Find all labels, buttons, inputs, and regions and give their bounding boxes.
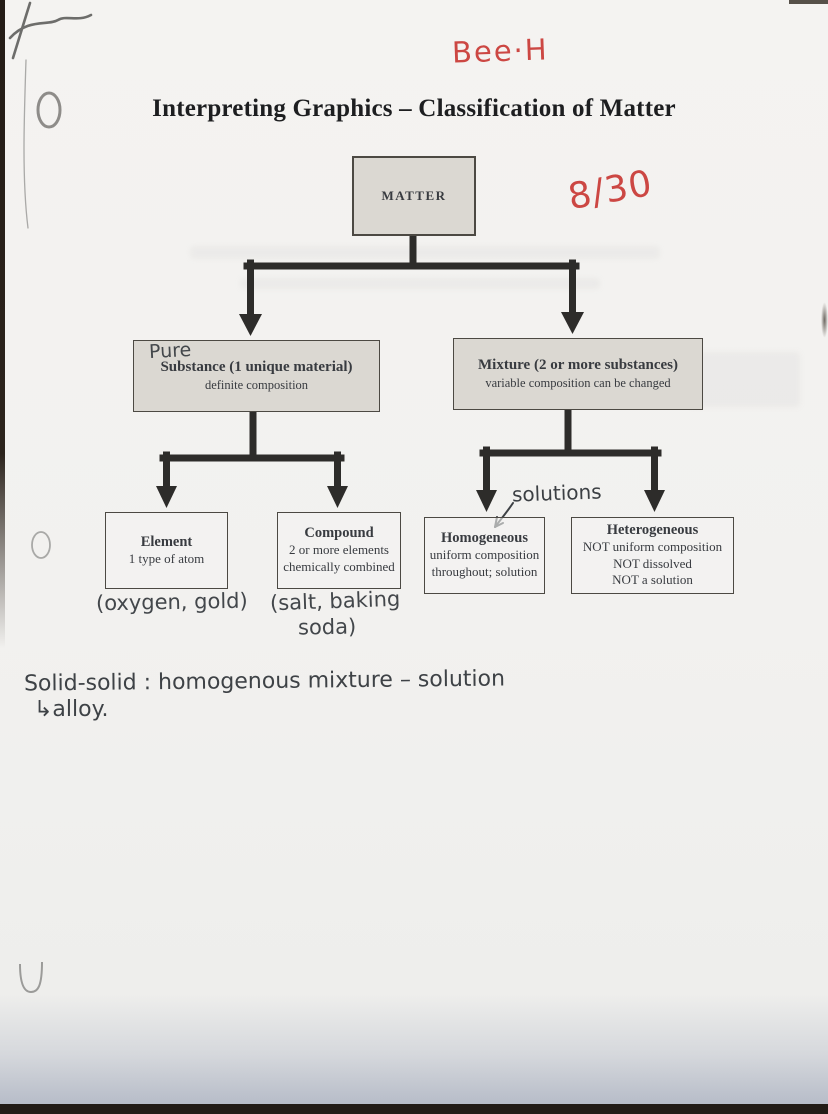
bottom-note-line2: ↳alloy. [34, 697, 109, 722]
bleedthrough-smudge [690, 352, 800, 407]
mixture-subtitle: variable composition can be changed [485, 376, 671, 390]
solutions-annotation: solutions [511, 479, 603, 507]
bottom-note-line1: Solid-solid : homogenous mixture – solut… [23, 666, 506, 697]
heterogeneous-box: Heterogeneous NOT uniform composition NO… [571, 517, 734, 594]
homogeneous-line: throughout; solution [431, 564, 538, 579]
matter-label: MATTER [381, 188, 447, 203]
page-title: Interpreting Graphics – Classification o… [152, 95, 676, 122]
heterogeneous-line: NOT a solution [612, 572, 693, 588]
pencil-scribble [8, 1, 93, 229]
element-title: Element [140, 533, 193, 550]
compound-line: chemically combined [283, 559, 395, 574]
scan-left-edge [0, 0, 5, 648]
connector-lines [159, 233, 662, 494]
compound-line: 2 or more elements [289, 542, 389, 558]
mixture-box: Mixture (2 or more substances) variable … [453, 338, 703, 410]
homogeneous-line: uniform composition [429, 547, 540, 563]
connector-arrowheads [156, 312, 665, 512]
substance-title: Substance (1 unique material) [160, 359, 353, 375]
hole-punch-mark-bottom [19, 961, 43, 994]
scan-right-smudge [821, 302, 828, 338]
substance-box: Substance (1 unique material) definite c… [133, 340, 380, 412]
bleedthrough-smudge [190, 246, 660, 259]
hole-punch-mark-middle [31, 531, 51, 559]
scan-corner-mark [789, 0, 828, 4]
heterogeneous-line: NOT uniform composition [582, 538, 723, 554]
substance-subtitle: definite composition [204, 378, 309, 392]
element-examples-annotation: (oxygen, gold) [95, 588, 248, 616]
homogeneous-box: Homogeneous uniform composition througho… [424, 517, 545, 594]
hole-punch-mark-top [36, 91, 62, 129]
matter-box: MATTER [352, 156, 476, 236]
element-box: Element 1 type of atom [105, 512, 228, 589]
scan-bottom-edge [0, 1104, 828, 1114]
element-line: 1 type of atom [128, 550, 205, 566]
compound-box: Compound 2 or more elements chemically c… [277, 512, 401, 589]
scan-bottom-shadow [0, 994, 828, 1104]
compound-examples-annotation-line1: (salt, baking [269, 586, 401, 616]
mixture-title: Mixture (2 or more substances) [478, 357, 678, 373]
bleedthrough-smudge [240, 278, 600, 289]
heterogeneous-line: NOT dissolved [613, 555, 692, 571]
heterogeneous-title: Heterogeneous [606, 521, 699, 538]
homogeneous-title: Homogeneous [441, 530, 528, 547]
compound-examples-annotation-line2: soda) [297, 614, 357, 640]
compound-title: Compound [304, 525, 374, 542]
pure-handwritten-note: Pure [148, 338, 192, 364]
